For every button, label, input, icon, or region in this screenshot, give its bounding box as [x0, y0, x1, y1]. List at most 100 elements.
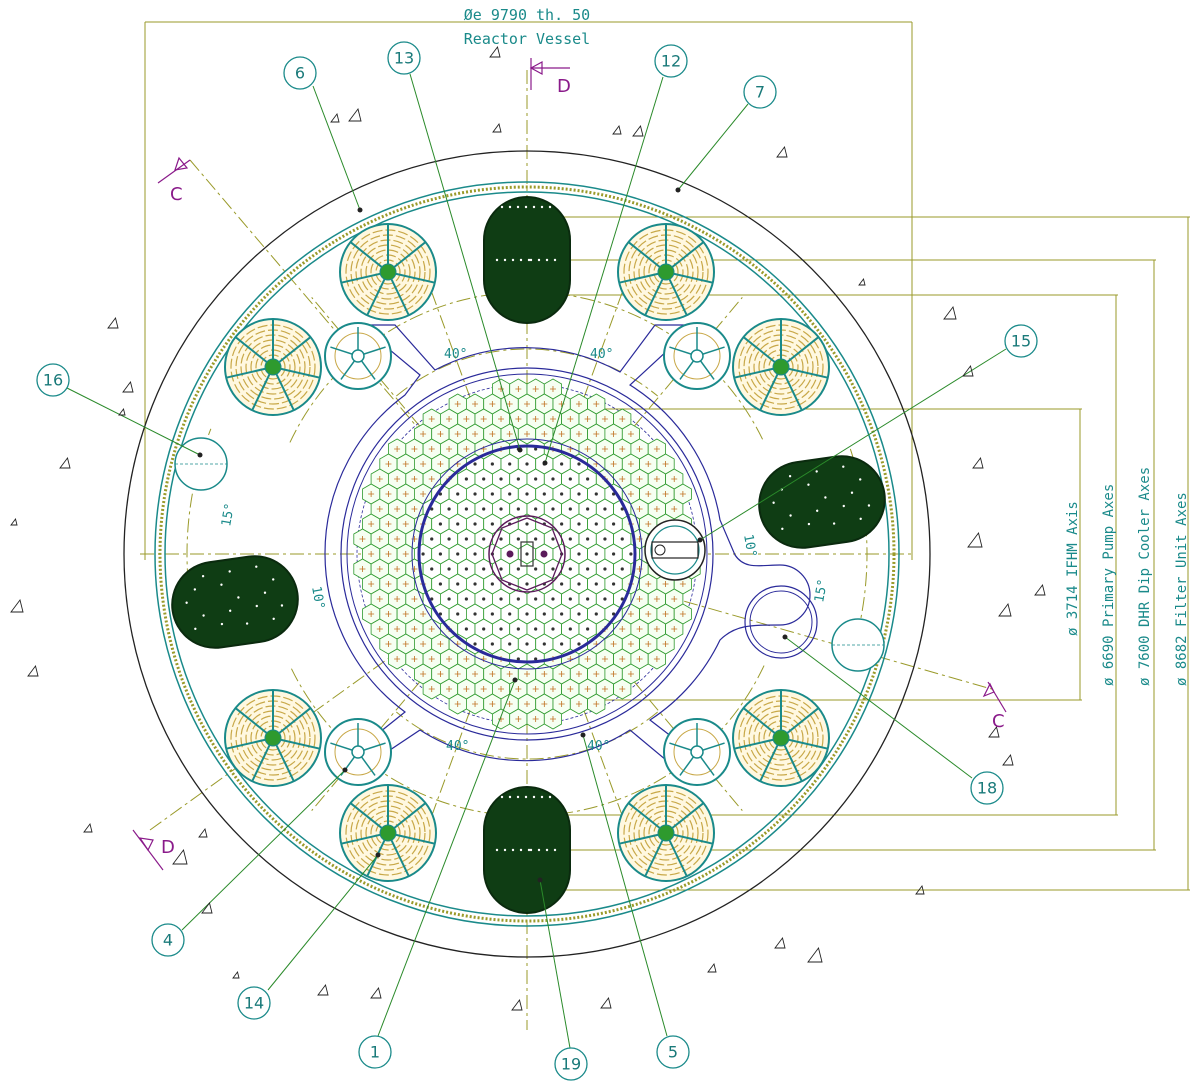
core-hex-cross — [558, 401, 565, 407]
core-pin — [464, 597, 468, 601]
filter-unit-top — [483, 196, 571, 324]
core-hex-cross — [385, 641, 392, 647]
core-hex-cross — [627, 461, 634, 467]
core-hex-cross — [437, 641, 444, 647]
core-hex-cross — [506, 701, 513, 707]
core-hex-grid — [353, 378, 701, 730]
filter-dot — [532, 795, 536, 799]
section-marker-d-bottom: D — [132, 829, 175, 871]
core-pin — [464, 537, 468, 541]
core-hex-cross — [524, 431, 530, 437]
angle-right-10: 10° — [740, 533, 759, 559]
core-hex-cross — [601, 686, 608, 692]
core-pin — [499, 537, 503, 541]
core-pin — [603, 537, 607, 541]
core-pin — [542, 642, 546, 646]
core-pin — [534, 657, 538, 661]
filter-dot — [537, 848, 541, 852]
pump-hub — [379, 824, 397, 842]
core-pin — [551, 507, 555, 511]
svg-text:4: 4 — [163, 931, 173, 950]
leader-dot — [697, 537, 703, 543]
vessel-wall-hatch — [158, 185, 896, 923]
core-pin — [482, 567, 486, 571]
filter-dot — [527, 258, 531, 262]
core-pin — [508, 642, 512, 646]
filter-dot — [815, 509, 819, 512]
core-hex-cross — [402, 551, 409, 557]
core-pin — [620, 507, 624, 511]
callout-5: 5 — [656, 1035, 690, 1069]
ifhm-port-inner — [749, 590, 813, 654]
inner-vessel-ring-b — [346, 373, 708, 735]
core-pin — [508, 462, 512, 466]
angle-right-15: 15° — [812, 578, 831, 604]
core-hex-cross — [627, 671, 634, 677]
core-hex-cross — [532, 686, 539, 692]
core-hex-cross — [506, 401, 513, 407]
core-pin — [577, 492, 581, 496]
core-hex-cross — [619, 446, 626, 452]
small-pump-hub — [690, 745, 704, 759]
core-pin — [456, 612, 460, 616]
callout-bubbles: 6 13 12 7 15 16 18 4 14 1 19 5 — [36, 41, 1038, 1081]
core-hex-cross — [593, 431, 600, 437]
core-hex-cross — [463, 416, 470, 422]
filter-dot — [492, 795, 496, 799]
filter-dot — [807, 522, 811, 526]
core-hex-cross — [446, 656, 453, 662]
core-pin — [586, 627, 590, 631]
filter-dot — [815, 470, 818, 473]
dhr-cooler-bottom-right — [617, 784, 715, 882]
dhr-arc-right — [849, 448, 868, 639]
handling-machine-ring — [644, 519, 706, 581]
core-hex-cross — [532, 386, 539, 392]
triangle-marker — [27, 664, 39, 677]
filter-body — [483, 786, 571, 914]
core-pin — [525, 462, 529, 466]
core-hex-cross — [489, 401, 496, 407]
core-hex-cross — [584, 686, 591, 692]
triangle-marker — [10, 598, 24, 613]
triangle-marker — [707, 962, 717, 973]
core-hex-cross — [515, 386, 522, 392]
core-hex-cross — [575, 671, 582, 677]
angle-bottom-right: 40° — [587, 739, 610, 754]
core-pin — [534, 597, 538, 601]
primary-pump-top-left — [324, 322, 392, 390]
triangle-marker — [858, 277, 866, 286]
core-hex-cross — [446, 416, 453, 422]
core-hex-cross — [446, 686, 453, 692]
core-hex-cross — [541, 671, 548, 677]
core-hex-cross — [593, 701, 600, 707]
core-hex-cross — [645, 641, 652, 647]
pump-hub — [379, 263, 397, 281]
core-hex-cross — [411, 536, 418, 542]
leader-dot — [357, 207, 363, 213]
central-hole-left — [506, 550, 514, 558]
core-hex-cross — [627, 641, 634, 647]
core-hex-cross — [368, 581, 375, 587]
filter-dot — [508, 205, 512, 209]
leader-line — [66, 387, 201, 456]
core-hex-cross — [446, 446, 453, 452]
leader-dot — [580, 732, 586, 738]
core-hex-cross — [385, 461, 392, 467]
core-pin — [594, 612, 598, 616]
filter-dot — [553, 848, 557, 852]
core-hex-cross — [575, 401, 582, 407]
core-hex-cross — [376, 536, 383, 542]
central-assembly-octagon — [491, 517, 563, 591]
core-hex-cross — [610, 641, 617, 647]
core-hex-cross — [541, 401, 548, 407]
filter-dot — [859, 478, 862, 481]
core-hex-cross — [593, 401, 600, 407]
core-pin — [560, 642, 564, 646]
filter-body — [171, 555, 299, 649]
filter-dot — [537, 258, 541, 262]
callout-7: 7 — [743, 75, 777, 109]
handling-machine-inner — [650, 525, 700, 575]
core-hex-cross — [376, 476, 383, 482]
vessel-name-label: Reactor Vessel — [464, 30, 590, 48]
filter-dot — [201, 574, 205, 578]
